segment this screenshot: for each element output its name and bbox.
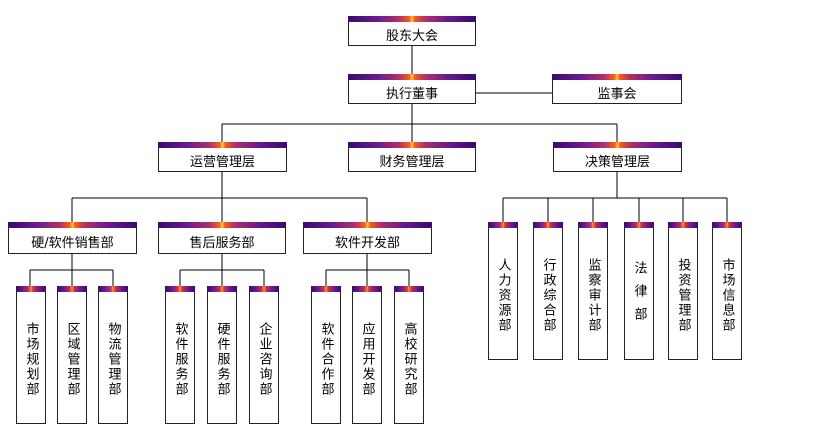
node-finance: 财务管理层 (348, 142, 476, 172)
node-label: 软件服务部 (172, 321, 188, 397)
node-label: 软件合作部 (318, 321, 334, 397)
node-label: 监事会 (597, 86, 637, 102)
node-audit: 监察审计部 (578, 222, 608, 360)
node-hw-service: 硬件服务部 (207, 286, 237, 424)
node-decision: 决策管理层 (553, 142, 682, 172)
node-region-mgmt: 区域管理部 (57, 286, 87, 424)
node-shareholders: 股东大会 (348, 16, 476, 46)
node-label: 股东大会 (385, 28, 438, 44)
node-hr: 人力资源部 (488, 222, 518, 360)
node-label: 企业咨询部 (256, 321, 272, 397)
node-after-sales: 售后服务部 (158, 222, 286, 254)
node-label: 运营管理层 (189, 154, 255, 170)
node-label: 法律部 (631, 260, 647, 330)
node-label: 财务管理层 (379, 154, 445, 170)
node-consulting: 企业咨询部 (249, 286, 279, 424)
node-label: 执行董事 (385, 86, 438, 102)
node-operations: 运营管理层 (158, 142, 287, 172)
node-sw-coop: 软件合作部 (311, 286, 341, 424)
node-hw-sw-sales: 硬/软件销售部 (8, 222, 137, 254)
node-label: 物流管理部 (105, 321, 121, 397)
node-label: 硬/软件销售部 (31, 235, 114, 251)
node-label: 应用开发部 (359, 321, 375, 397)
node-legal: 法律部 (624, 222, 654, 360)
node-logistics-mgmt: 物流管理部 (98, 286, 128, 424)
node-label: 高校研究部 (401, 321, 417, 397)
node-label: 决策管理层 (584, 154, 650, 170)
node-investment: 投资管理部 (668, 222, 698, 360)
node-label: 软件开发部 (334, 235, 400, 251)
node-market-planning: 市场规划部 (16, 286, 46, 424)
node-label: 硬件服务部 (214, 321, 230, 397)
node-label: 监察审计部 (585, 257, 601, 333)
node-sw-service: 软件服务部 (165, 286, 195, 424)
node-executive: 执行董事 (348, 74, 476, 104)
node-label: 市场规划部 (23, 321, 39, 397)
node-label: 人力资源部 (495, 257, 511, 333)
node-label: 行政综合部 (540, 257, 556, 333)
node-univ-research: 高校研究部 (394, 286, 424, 424)
node-sw-dev: 软件开发部 (303, 222, 432, 254)
node-supervisor: 监事会 (552, 74, 682, 104)
node-label: 市场信息部 (719, 257, 735, 333)
node-admin: 行政综合部 (533, 222, 563, 360)
node-label: 售后服务部 (189, 235, 255, 251)
node-market-info: 市场信息部 (712, 222, 742, 360)
node-label: 投资管理部 (675, 257, 691, 333)
node-app-dev: 应用开发部 (352, 286, 382, 424)
node-label: 区域管理部 (64, 321, 80, 397)
